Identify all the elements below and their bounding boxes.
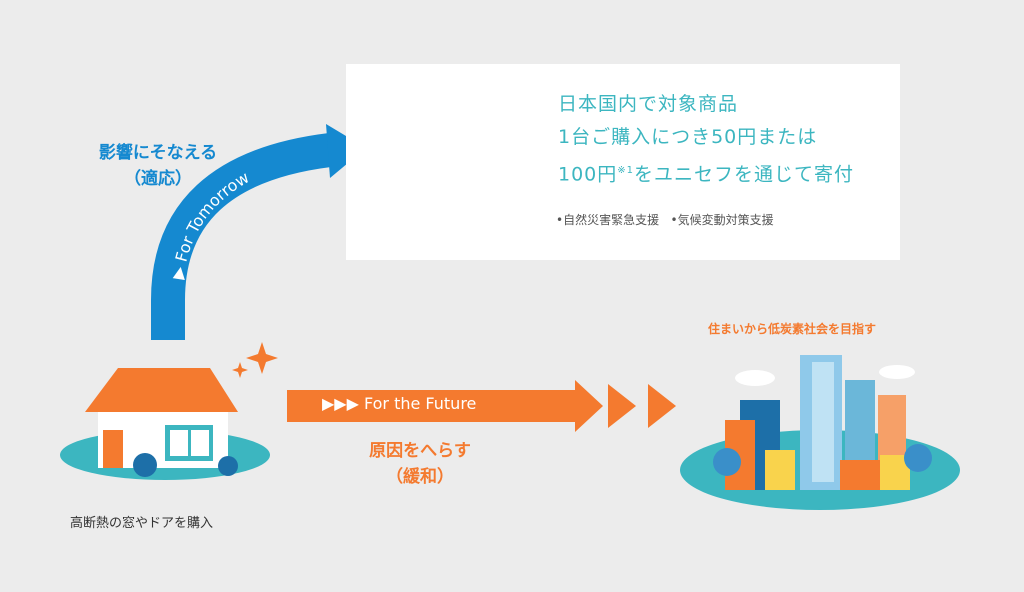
donation-line-2: 1台ご購入につき50円または <box>558 126 818 148</box>
city-illustration <box>680 355 960 510</box>
donation-text: 日本国内で対象商品 1台ご購入につき50円または 100円※1をユニセフを通じて… <box>558 88 854 191</box>
support-item: •気候変動対策支援 <box>670 213 774 227</box>
city-caption: 住まいから低炭素社会を目指す <box>708 322 877 336</box>
adaptation-sub: （適応） <box>124 169 192 189</box>
for-tomorrow-arrow <box>151 133 333 340</box>
for-the-future-arrow <box>287 390 577 422</box>
adaptation-label: 影響にそなえる （適応） <box>68 140 248 192</box>
sparkle-icon <box>246 342 278 374</box>
for-the-future-label: ▶▶▶ For the Future <box>322 394 477 413</box>
house-caption: 高断熱の窓やドアを購入 <box>70 516 214 531</box>
mitigation-label: 原因をへらす （緩和） <box>340 438 500 490</box>
donation-line-1: 日本国内で対象商品 <box>558 93 739 115</box>
chevron-2 <box>648 384 676 428</box>
support-list: •自然災害緊急支援 •気候変動対策支援 <box>556 211 774 228</box>
chevron-1 <box>608 384 636 428</box>
house-illustration <box>60 342 278 480</box>
support-item: •自然災害緊急支援 <box>556 213 660 227</box>
donation-line-3-rest: をユニセフを通じて寄付 <box>634 163 855 186</box>
mitigation-title: 原因をへらす <box>369 441 471 461</box>
adaptation-title: 影響にそなえる <box>98 143 218 163</box>
mitigation-sub: （緩和） <box>386 467 454 487</box>
for-the-future-arrowhead <box>575 380 603 432</box>
donation-card <box>346 64 900 260</box>
footnote-mark: ※1 <box>617 165 635 176</box>
amount: 100円 <box>558 163 618 186</box>
donation-line-3: 100円※1をユニセフを通じて寄付 <box>558 154 854 191</box>
